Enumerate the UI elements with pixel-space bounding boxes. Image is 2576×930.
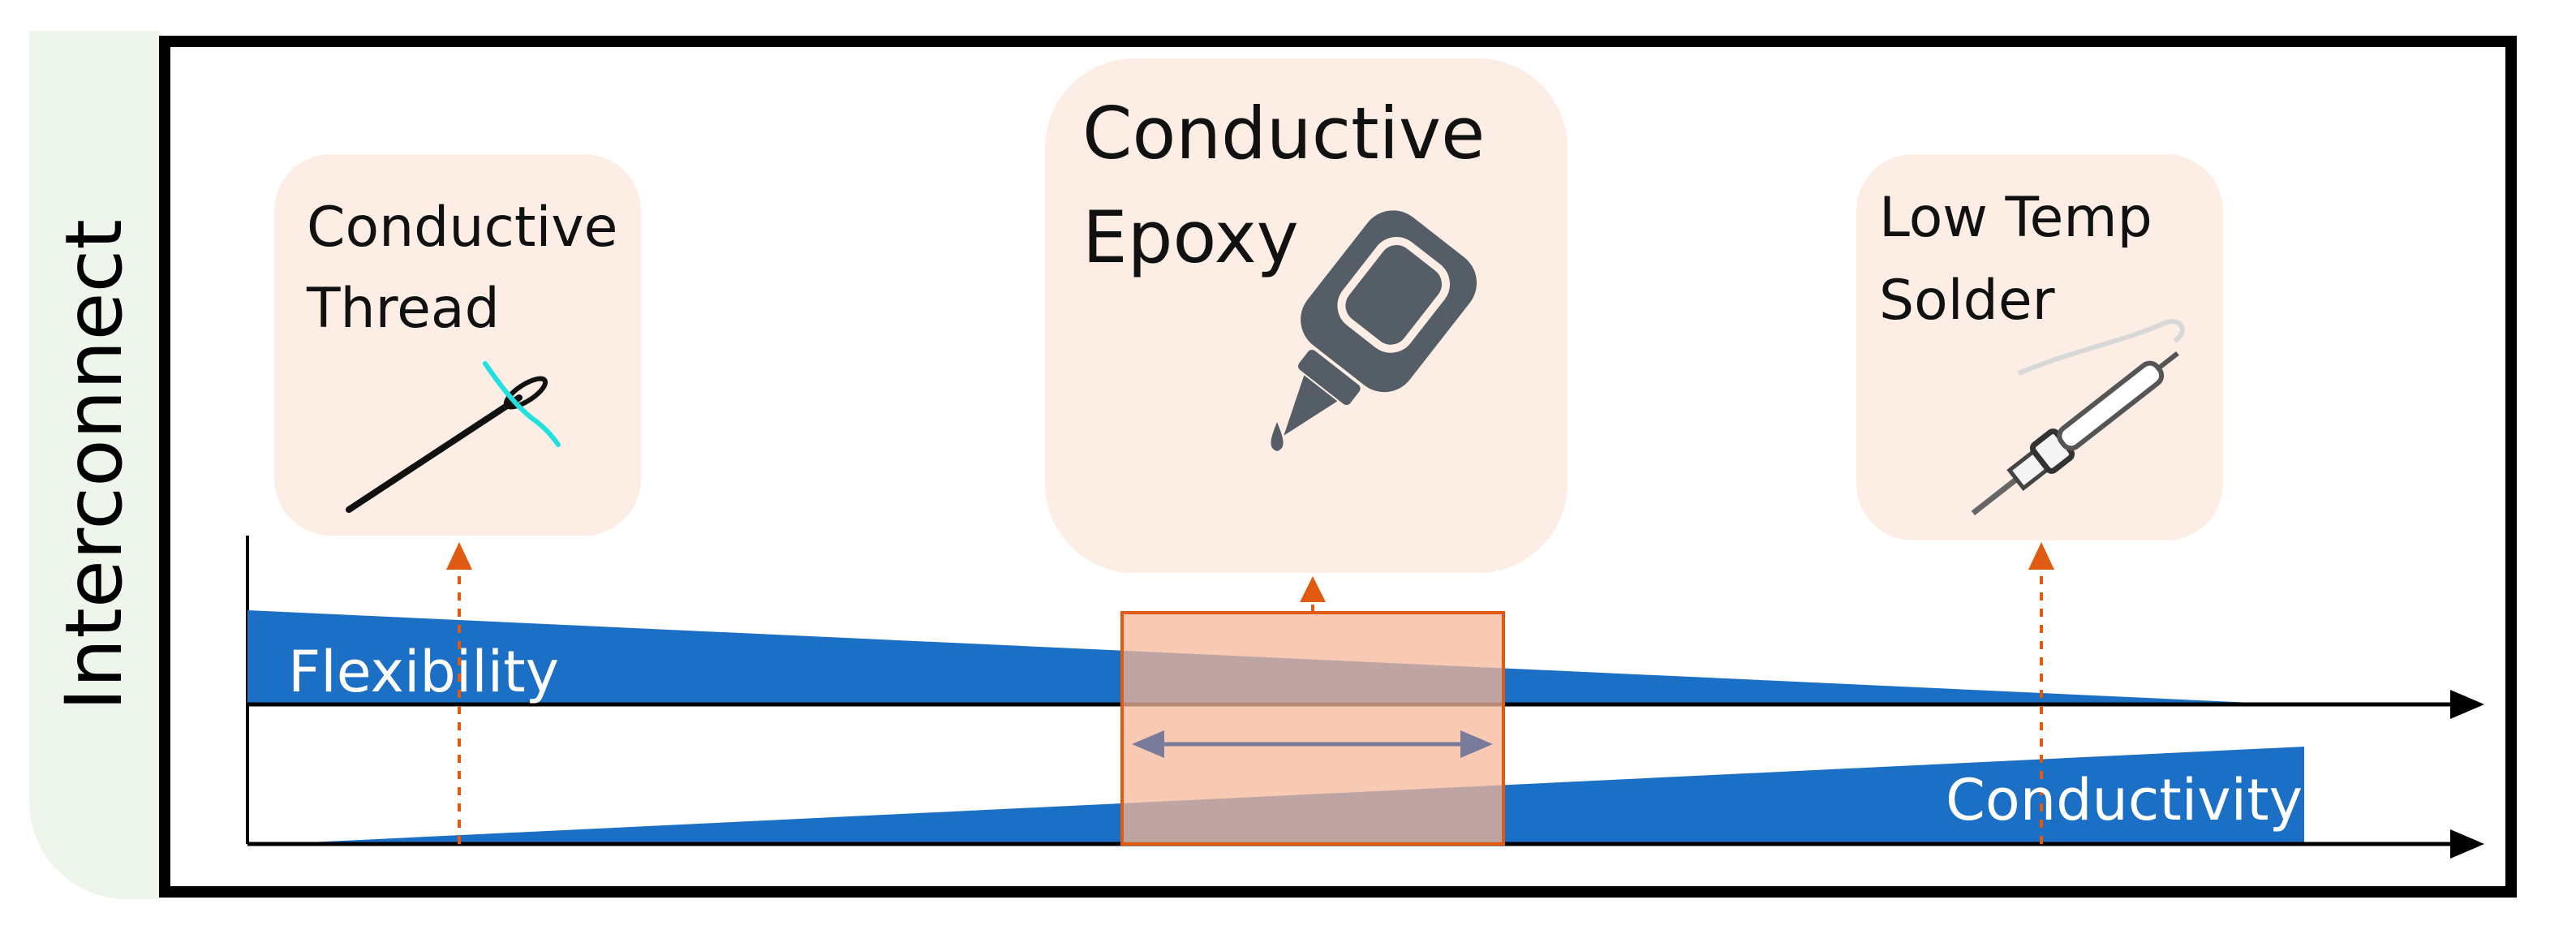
card-solder-title-line1: Low Temp — [1879, 186, 2152, 250]
card-thread-title-line2: Thread — [307, 277, 500, 341]
glue-drop — [1271, 422, 1284, 451]
conductivity-label: Conductivity — [1946, 767, 2303, 833]
card-epoxy-title-line1: Conductive — [1082, 92, 1486, 175]
card-conductive-thread: Conductive Thread — [274, 154, 641, 536]
epoxy-pointer-head — [1300, 576, 1326, 602]
side-tab — [29, 31, 159, 899]
glue-bottle-icon — [1284, 210, 1477, 436]
solder-pointer-head — [2028, 542, 2054, 570]
range-arrow-left-head — [1132, 730, 1164, 758]
card-solder-title-line2: Solder — [1879, 269, 2055, 333]
soldering-iron-icon — [1971, 319, 2185, 516]
flexibility-axis-arrowhead — [2450, 690, 2484, 719]
needle-thread-icon — [346, 361, 561, 513]
epoxy-sweet-spot-band — [1120, 611, 1505, 846]
card-epoxy-title-line2: Epoxy — [1082, 196, 1299, 279]
card-thread-title-line1: Conductive — [307, 196, 618, 260]
flexibility-label: Flexibility — [288, 639, 559, 705]
range-arrow-right-head — [1460, 730, 1493, 758]
conductivity-axis-arrowhead — [2450, 829, 2484, 859]
thread-pointer-head — [446, 542, 472, 570]
